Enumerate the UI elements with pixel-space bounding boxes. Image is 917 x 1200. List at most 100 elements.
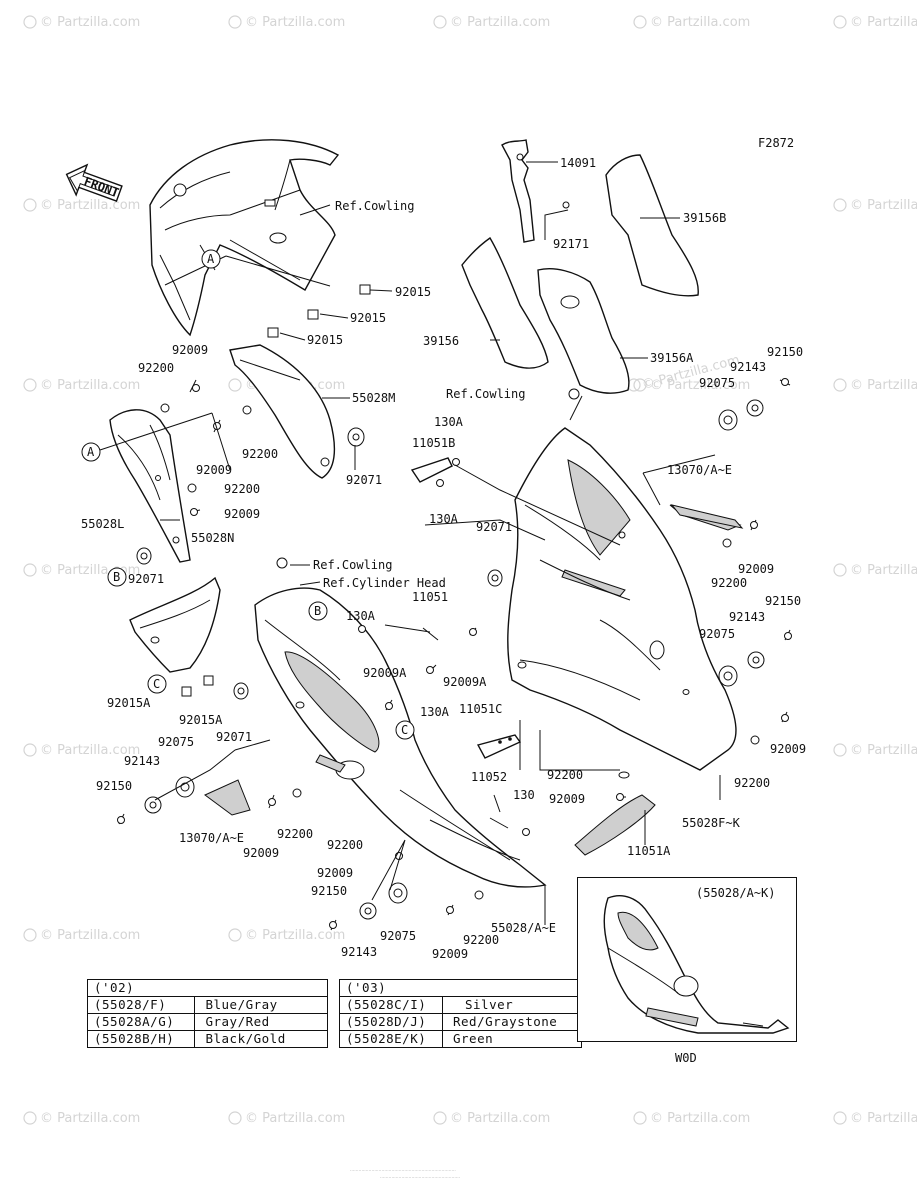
label-92200-i: 92200 (463, 933, 499, 947)
lower-cowl-right (507, 427, 742, 771)
label-92071-a: 92071 (346, 473, 382, 487)
bracket-11051B (410, 457, 453, 483)
watermark-text: © Partzilla.com (40, 743, 140, 758)
callout-a-left: A (87, 445, 95, 459)
label-92015-b: 92015 (350, 311, 386, 325)
label-92200-f: 92200 (734, 776, 770, 790)
table-cell-part: (55028E/K) (339, 1030, 443, 1048)
table-cell-color: Green (442, 1030, 582, 1048)
label-92009-a: 92009 (172, 343, 208, 357)
label-130A-b: 130A (429, 512, 459, 526)
inset-caption: W0D (675, 1051, 697, 1065)
label-ref-cylinder-head: Ref.Cylinder Head (323, 576, 446, 590)
table-row: (55028D/J) Red/Graystone (339, 1013, 582, 1031)
label-13070-a: 13070/A~E (667, 463, 732, 477)
label-92075-a: 92075 (699, 376, 735, 390)
watermark-text: © Partzilla.com (850, 15, 917, 30)
label-92143-b: 92143 (729, 610, 765, 624)
label-92150-c: 92150 (96, 779, 132, 793)
callout-c-center: C (401, 723, 408, 737)
label-ref-cowling-mid: Ref.Cowling (446, 387, 525, 401)
label-92143-a: 92143 (730, 360, 766, 374)
label-92009-e: 92009 (770, 742, 806, 756)
label-92009A-b: 92009A (443, 675, 487, 689)
label-92071-c: 92071 (128, 572, 164, 586)
label-92009-b: 92009 (196, 463, 232, 477)
table-cell-color: Blue/Gray (194, 996, 328, 1014)
table-02-header: ('02) (87, 979, 328, 997)
label-39156: 39156 (423, 334, 459, 348)
inset-label: (55028/A~K) (696, 886, 776, 900)
callout-c-left: C (153, 677, 160, 691)
table-cell-color: Black/Gold (194, 1030, 328, 1048)
label-92015A-b: 92015A (179, 713, 223, 727)
label-130A-d: 130A (420, 705, 450, 719)
cover-39156 (461, 236, 549, 369)
inner-panel-55028M (229, 344, 336, 479)
inset-box: (55028/A~K) (577, 877, 797, 1042)
label-92009-c: 92009 (224, 507, 260, 521)
label-ref-cowling-low: Ref.Cowling (313, 558, 392, 572)
table-cell-color: Red/Graystone (442, 1013, 582, 1031)
part-labels: Ref.Cowling 14091 92171 39156B 92015 920… (81, 156, 806, 961)
label-92009-g: 92009 (243, 846, 279, 860)
watermark-text: © Partzilla.com (40, 198, 140, 213)
hardware (117, 201, 792, 931)
callout-a-top: A (207, 252, 215, 266)
table-cell-color: Gray/Red (194, 1013, 328, 1031)
watermark-text: © Partzilla.com (450, 1111, 550, 1126)
table-03-header: ('03) (339, 979, 582, 997)
table-cell-part: (55028C/I) (339, 996, 443, 1014)
copyright-line: ........................................… (350, 1168, 456, 1173)
watermark-text: © Partzilla.com (40, 1111, 140, 1126)
cover-14091 (501, 139, 535, 243)
watermark-text: © Partzilla.com (245, 928, 345, 943)
label-92075-d: 92075 (380, 929, 416, 943)
bracket-11051C (476, 734, 522, 759)
watermark-text: © Partzilla.com (40, 15, 140, 30)
watermark-text: © Partzilla.com (40, 928, 140, 943)
label-92200-c: 92200 (224, 482, 260, 496)
table-cell-part: (55028B/H) (86, 1030, 196, 1048)
label-11051B: 11051B (412, 436, 455, 450)
label-92015-a: 92015 (395, 285, 431, 299)
table-row: (55028E/K) Green (339, 1030, 582, 1048)
label-ref-cowling-top: Ref.Cowling (335, 199, 414, 213)
label-92200-h: 92200 (327, 838, 363, 852)
trim-11051A (574, 794, 656, 856)
label-11051C: 11051C (459, 702, 502, 716)
side-panel-55028L (109, 409, 191, 563)
label-130A-c: 130A (346, 609, 376, 623)
table-row: (55028/F) Blue/Gray (86, 996, 328, 1014)
color-table-02: ('02) (55028/F) Blue/Gray (55028A/G) Gra… (86, 979, 328, 1048)
watermark-text: © Partzilla.com (650, 15, 750, 30)
label-55028N: 55028N (191, 531, 234, 545)
watermark-text: © Partzilla.com (850, 198, 917, 213)
label-92009-d: 92009 (738, 562, 774, 576)
label-92150-d: 92150 (311, 884, 347, 898)
watermark-text: © Partzilla.com (850, 743, 917, 758)
panel-55028N (129, 576, 221, 673)
label-92009-h: 92009 (317, 866, 353, 880)
label-92171: 92171 (553, 237, 589, 251)
table-cell-part: (55028D/J) (339, 1013, 443, 1031)
label-92075-b: 92075 (699, 627, 735, 641)
label-14091: 14091 (560, 156, 596, 170)
watermark-text: © Partzilla.com (650, 1111, 750, 1126)
label-92009-f: 92009 (549, 792, 585, 806)
label-55028L: 55028L (81, 517, 124, 531)
label-92071-b: 92071 (476, 520, 512, 534)
label-92150-a: 92150 (767, 345, 803, 359)
callouts: A A B B C C (81, 249, 415, 740)
watermark-text: © Partzilla.com (40, 378, 140, 393)
label-92200-e: 92200 (547, 768, 583, 782)
label-92143-d: 92143 (341, 945, 377, 959)
label-130: 130 (513, 788, 535, 802)
table-cell-color: Silver (442, 996, 582, 1014)
diagram-id: F2872 (758, 136, 794, 150)
trim-13070-left (204, 779, 251, 816)
table-row: (55028C/I) Silver (339, 996, 582, 1014)
label-92071-d: 92071 (216, 730, 252, 744)
label-55028AE: 55028/A~E (491, 921, 556, 935)
